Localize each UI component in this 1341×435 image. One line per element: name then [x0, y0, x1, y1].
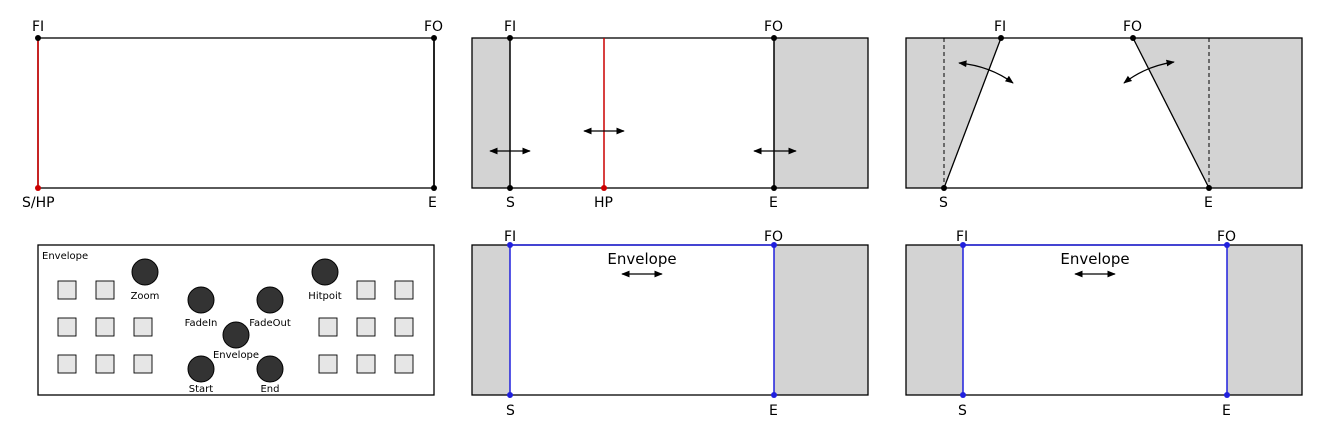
envelope-label: Envelope: [1060, 250, 1129, 268]
fo-point: [1224, 242, 1230, 248]
zoom-knob[interactable]: [131, 258, 159, 286]
fadeout-knob[interactable]: [256, 286, 284, 314]
s-label: S: [958, 403, 967, 419]
e-label: E: [769, 195, 778, 211]
fo-point: [1130, 35, 1136, 41]
e-label: E: [428, 195, 437, 211]
pad-button[interactable]: [95, 280, 115, 300]
pad-button[interactable]: [356, 280, 376, 300]
fade-in-rotate-arrow: [958, 60, 1014, 84]
envelope-knob-label: Envelope: [213, 350, 259, 361]
pad-button[interactable]: [95, 354, 115, 374]
waveform-box: [471, 37, 869, 189]
pad-button[interactable]: [57, 317, 77, 337]
pad-button[interactable]: [57, 354, 77, 374]
e-label: E: [769, 403, 778, 419]
fi-point: [507, 35, 513, 41]
e-label: E: [1204, 195, 1213, 211]
fo-point: [771, 242, 777, 248]
hp-point: [601, 185, 607, 191]
waveform-box: [37, 37, 435, 189]
s-point: [960, 392, 966, 398]
fi-label: FI: [504, 19, 516, 35]
e-label: E: [1222, 403, 1231, 419]
fi-label: FI: [32, 19, 44, 35]
e-point: [1206, 185, 1212, 191]
pad-button[interactable]: [318, 354, 338, 374]
panel-1: FI FO S/HP E: [22, 19, 443, 211]
fo-label: FO: [1217, 229, 1236, 245]
fo-point: [771, 35, 777, 41]
shp-label: S/HP: [22, 195, 55, 211]
panel-6: Envelope FI FO S E: [905, 229, 1303, 419]
fo-label: FO: [424, 19, 443, 35]
zoom-knob-label: Zoom: [131, 291, 160, 302]
hp-label: HP: [594, 195, 613, 211]
s-point: [941, 185, 947, 191]
active-region: [510, 245, 774, 395]
controller-panel: Envelope Zoom FadeIn FadeOut Envelope St…: [37, 244, 435, 396]
start-knob[interactable]: [187, 355, 215, 383]
pad-button[interactable]: [394, 317, 414, 337]
e-point: [431, 185, 437, 191]
fade-out-rotate-arrow: [1123, 59, 1175, 84]
hitpoint-knob[interactable]: [311, 258, 339, 286]
start-knob-label: Start: [189, 384, 214, 395]
e-point: [771, 392, 777, 398]
fi-label: FI: [504, 229, 516, 245]
s-label: S: [939, 195, 948, 211]
fi-point: [960, 242, 966, 248]
waveform-box: [905, 37, 1303, 189]
pad-button[interactable]: [133, 317, 153, 337]
e-point: [1224, 392, 1230, 398]
fi-label: FI: [956, 229, 968, 245]
end-knob-label: End: [260, 384, 279, 395]
pad-button[interactable]: [95, 317, 115, 337]
fi-point: [998, 35, 1004, 41]
e-point: [771, 185, 777, 191]
fi-label: FI: [994, 19, 1006, 35]
panel-3: FI FO S E: [905, 19, 1303, 211]
hitpoint-knob-label: Hitpoit: [308, 291, 341, 302]
active-region: [510, 38, 774, 188]
fi-point: [35, 35, 41, 41]
fo-label: FO: [764, 19, 783, 35]
end-knob[interactable]: [256, 355, 284, 383]
envelope-label: Envelope: [607, 250, 676, 268]
fo-label: FO: [764, 229, 783, 245]
pad-button[interactable]: [57, 280, 77, 300]
fadein-knob-label: FadeIn: [185, 318, 218, 329]
pad-button[interactable]: [356, 317, 376, 337]
s-label: S: [506, 195, 515, 211]
controller-title: Envelope: [42, 251, 88, 262]
fo-label: FO: [1123, 19, 1142, 35]
pad-button[interactable]: [356, 354, 376, 374]
panel-5: Envelope FI FO S E: [471, 229, 869, 419]
envelope-knob[interactable]: [222, 321, 250, 349]
active-region: [963, 245, 1227, 395]
fadein-knob[interactable]: [187, 286, 215, 314]
s-point: [507, 185, 513, 191]
pad-button[interactable]: [318, 317, 338, 337]
shp-point: [35, 185, 41, 191]
fi-point: [507, 242, 513, 248]
fadeout-knob-label: FadeOut: [249, 318, 291, 329]
s-label: S: [506, 403, 515, 419]
panel-2: FI FO S HP E: [471, 19, 869, 211]
pad-button[interactable]: [133, 354, 153, 374]
fo-point: [431, 35, 437, 41]
pad-button[interactable]: [394, 280, 414, 300]
pad-button[interactable]: [394, 354, 414, 374]
s-point: [507, 392, 513, 398]
